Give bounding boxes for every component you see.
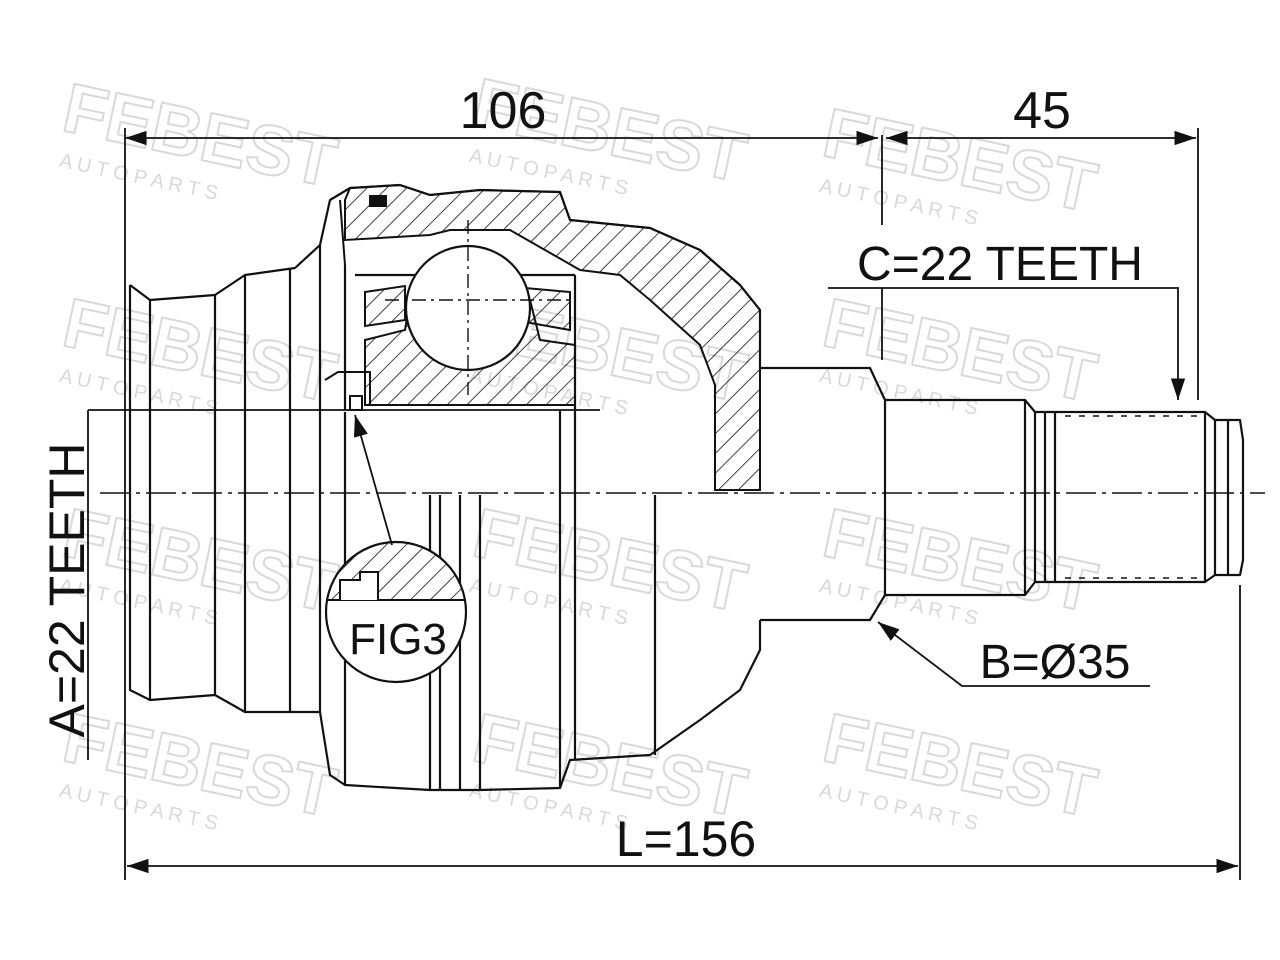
circlip-detail [324, 195, 387, 411]
dimension-lines [124, 128, 1241, 880]
dimension-106-label: 106 [460, 82, 547, 140]
spline-c-teeth-label: C=22 TEETH [857, 238, 1143, 291]
total-length-label: L=156 [616, 811, 756, 867]
fig3-label: FIG3 [349, 615, 447, 664]
dimension-45-label: 45 [1013, 82, 1071, 140]
shaft-diameter-label: B=Ø35 [980, 636, 1131, 689]
spline-a-teeth-label: A=22 TEETH [39, 442, 95, 737]
ball-centerlines [385, 220, 575, 395]
